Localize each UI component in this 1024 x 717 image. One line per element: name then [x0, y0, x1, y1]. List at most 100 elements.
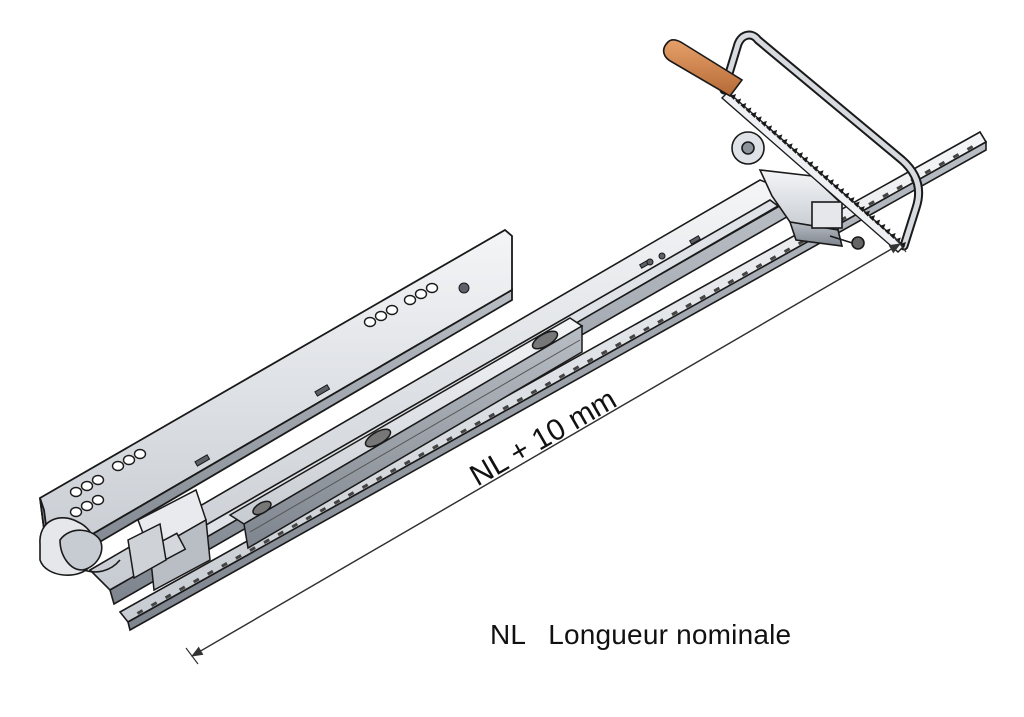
saw-tooth [838, 188, 845, 195]
saw-tooth [822, 174, 829, 181]
saw-handle [662, 39, 744, 98]
legend-description: Longueur nominale [548, 619, 792, 650]
rail-hole [629, 333, 636, 340]
rail-hole [488, 412, 496, 419]
rail-hole [418, 451, 425, 458]
saw-tooth [812, 165, 819, 172]
locking-device [127, 488, 211, 592]
rail-hole [403, 459, 411, 466]
rail-hole [192, 577, 200, 584]
rail-hole [896, 184, 904, 191]
plate-hole [122, 454, 136, 466]
rail-hole [319, 506, 327, 513]
saw-tooth [750, 111, 757, 118]
rail-hole [643, 326, 650, 332]
rail-hole [699, 294, 707, 301]
rail-hole [530, 388, 538, 395]
saw-tooth [771, 129, 778, 136]
rail-hole [446, 436, 453, 442]
rail-hole [783, 247, 791, 254]
rail-hole-pattern [136, 145, 974, 615]
plate-hole [69, 486, 83, 498]
plate-hole [363, 316, 377, 328]
plate-hole-pattern [69, 282, 439, 518]
saw-tooth [796, 152, 803, 159]
saw-tooth [730, 94, 736, 100]
plate-hole [374, 310, 388, 322]
saw-tooth [817, 170, 824, 177]
rail-hole [755, 263, 763, 269]
saw-tooth [740, 102, 747, 109]
saw-tooth [869, 215, 876, 222]
saw-tooth [745, 107, 752, 114]
rail-hole [572, 365, 580, 372]
rail-hole [586, 357, 594, 364]
saw-tooth [884, 228, 891, 235]
saw-tooth [776, 134, 783, 141]
rail-hole [516, 396, 524, 403]
plate-hole [425, 282, 439, 294]
rail-hole [136, 609, 144, 615]
rail-hole [375, 475, 383, 482]
plate-hole [80, 480, 94, 492]
rail-hole [685, 302, 692, 309]
rail-hole [966, 145, 974, 151]
plate-hole [111, 460, 125, 472]
legend: NL Longueur nominale [490, 619, 791, 651]
rail-hole [741, 271, 749, 277]
saw-tooth [900, 242, 906, 248]
rail-hole [291, 522, 299, 529]
hacksaw [662, 30, 924, 253]
plate-hole [403, 294, 417, 306]
rail-hole [938, 160, 946, 167]
plate-hole [414, 288, 428, 300]
rail-hole [389, 467, 397, 474]
rail-hole [235, 554, 242, 560]
rail-hole [600, 349, 608, 356]
plate-hole [80, 500, 94, 512]
rail-hole [882, 192, 889, 198]
rail-hole [347, 491, 355, 497]
plate-hole [91, 494, 105, 506]
rail-hole [221, 562, 228, 568]
rail-hole [713, 286, 721, 293]
saw-tooth [863, 210, 870, 217]
cabinet-rail [118, 130, 988, 632]
plate-hole [133, 448, 147, 460]
rail-hole [769, 255, 777, 261]
rail-hole [460, 428, 467, 434]
rail-hole [671, 310, 678, 316]
saw-tooth [843, 192, 850, 199]
rail-hole [249, 546, 256, 552]
rail-hole [333, 499, 341, 505]
rail-hole [614, 341, 622, 348]
saw-tooth [848, 197, 855, 204]
dimension-line: NL + 10 mm [185, 235, 907, 665]
plate-hole [91, 474, 105, 486]
saw-tooth [889, 233, 896, 240]
rail-hole [657, 318, 664, 324]
saw-tooth [786, 143, 793, 150]
saw-tooth [858, 206, 865, 213]
rail-hole [502, 404, 510, 411]
rail-hole [432, 444, 439, 450]
rail-hole [305, 514, 313, 521]
saw-tooth [853, 201, 860, 208]
rail-hole [277, 530, 285, 537]
saw-tooth [802, 156, 809, 163]
saw-tooth [807, 161, 814, 168]
rail-hole [727, 278, 735, 285]
saw-tooth [760, 120, 767, 127]
rail-hole [924, 168, 932, 175]
rail-hole [164, 593, 172, 600]
saw-blade-teeth [730, 94, 906, 248]
saw-tooth [735, 98, 742, 105]
saw-tooth [827, 179, 834, 186]
saw-tooth [879, 224, 886, 231]
saw-tooth [833, 183, 840, 190]
rail-hole [474, 420, 481, 427]
inner-runner [228, 317, 584, 550]
rail-hole [206, 569, 214, 576]
saw-tooth [755, 116, 762, 123]
